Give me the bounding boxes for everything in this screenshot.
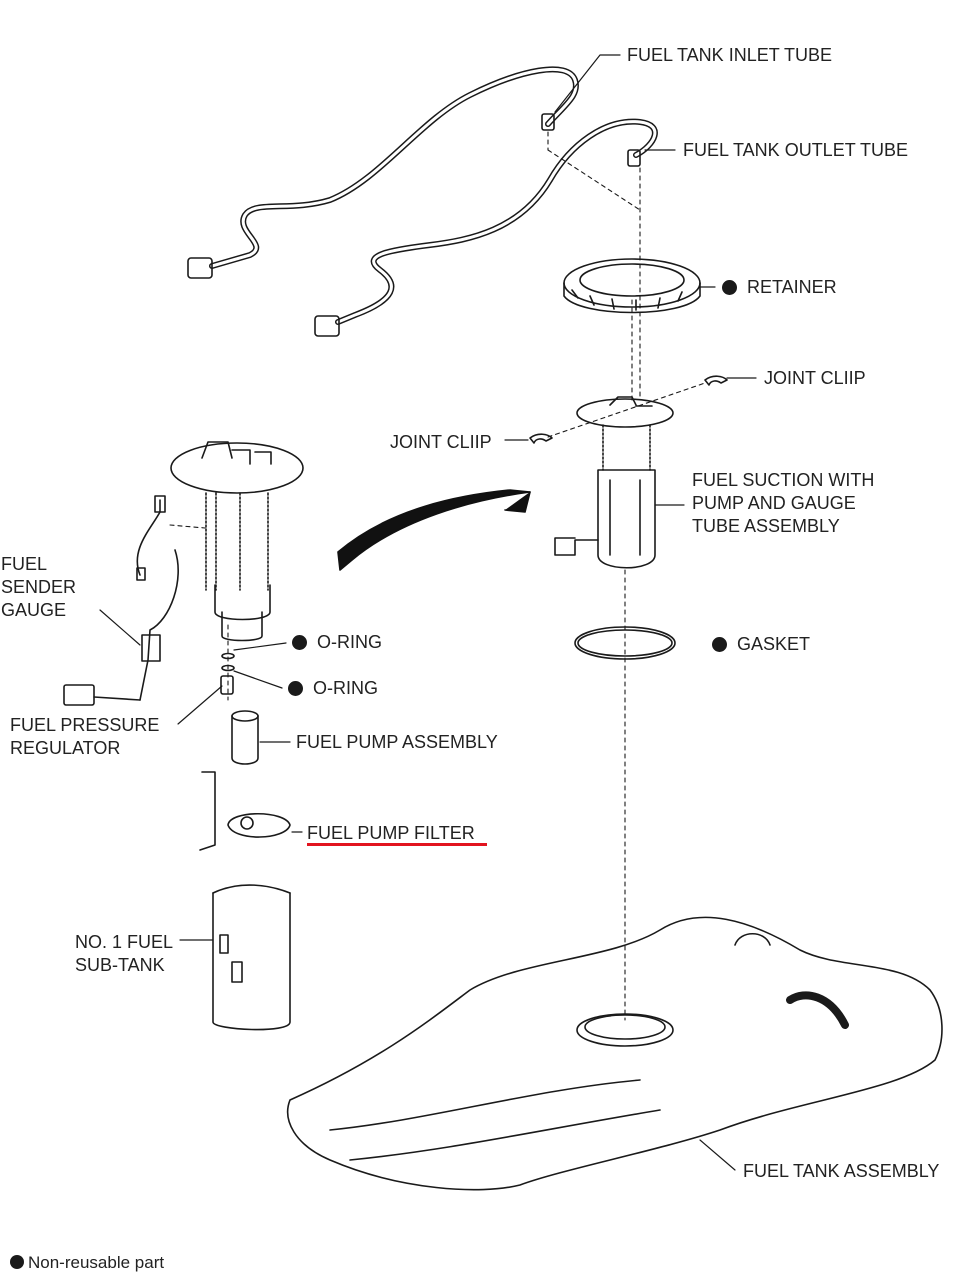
fuel-tank-outlet-tube-label: FUEL TANK OUTLET TUBE [683, 140, 909, 160]
no1-fuel-sub-tank-part [212, 884, 291, 1031]
fuel-sender-gauge-label: FUEL SENDER GAUGE [1, 554, 77, 620]
fuel-tank-inlet-tube-part [187, 66, 579, 279]
fuel-suction-assembly-exploded-part [136, 441, 304, 642]
non-reusable-marker-icon [712, 637, 727, 652]
fuel-tank-assembly-part [286, 916, 943, 1191]
no1-fuel-sub-tank-label: NO. 1 FUEL SUB-TANK [75, 932, 174, 975]
legend-text: Non-reusable part [28, 1253, 165, 1272]
joint-clip-left-label: JOINT CLIIP [390, 432, 492, 452]
non-reusable-marker-icon [10, 1255, 24, 1269]
alignment-lines [169, 131, 706, 1021]
fuel-pump-assembly-part [231, 710, 259, 765]
fuel-pressure-regulator-label: FUEL PRESSURE REGULATOR [10, 715, 160, 758]
non-reusable-marker-icon [292, 635, 307, 650]
fuel-sender-gauge-part [63, 549, 179, 706]
retainer-part [563, 258, 701, 314]
o-ring-lower-label: O-RING [288, 677, 378, 700]
fuel-pressure-regulator-part [220, 675, 234, 695]
gasket-part [574, 626, 676, 660]
retainer-label: RETAINER [722, 276, 837, 299]
gasket-label: GASKET [712, 633, 810, 656]
joint-clip-right-label: JOINT CLIIP [764, 368, 866, 388]
leader-lines [99, 54, 757, 1171]
fuel-pump-filter-label: FUEL PUMP FILTER [307, 823, 475, 843]
non-reusable-marker-icon [722, 280, 737, 295]
fuel-tank-assembly-label: FUEL TANK ASSEMBLY [743, 1161, 940, 1181]
o-ring-upper-label: O-RING [292, 631, 382, 654]
curved-arrow-left-icon [337, 489, 531, 571]
fuel-pump-filter-part [199, 771, 291, 851]
fuel-suction-assembly-part [554, 396, 674, 569]
joint-clip-right-part [704, 375, 728, 386]
fuel-tank-inlet-tube-label: FUEL TANK INLET TUBE [627, 45, 833, 65]
legend: Non-reusable part [10, 1253, 164, 1273]
non-reusable-marker-icon [288, 681, 303, 696]
fuel-pump-assembly-label: FUEL PUMP ASSEMBLY [296, 732, 498, 752]
o-ring-upper-part [221, 652, 235, 660]
o-ring-lower-part [221, 664, 235, 672]
joint-clip-left-part [529, 433, 553, 444]
fuel-tank-outlet-tube-part [314, 118, 658, 337]
fuel-suction-assembly-label: FUEL SUCTION WITH PUMP AND GAUGE TUBE AS… [692, 470, 875, 536]
fuel-pump-filter-highlight-underline [307, 843, 487, 846]
